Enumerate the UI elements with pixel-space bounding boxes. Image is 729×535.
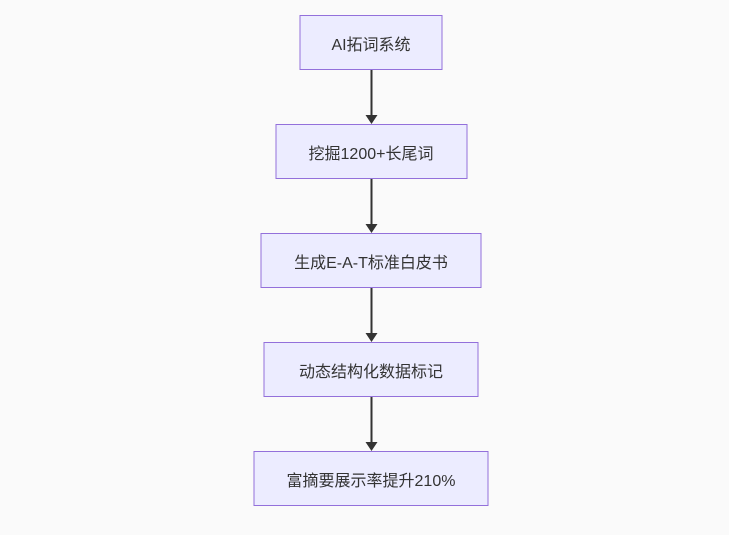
flow-node-ai-word-expansion: AI拓词系统: [299, 15, 443, 70]
flow-node-eat-whitepaper: 生成E-A-T标准白皮书: [260, 233, 482, 288]
arrow-line: [370, 288, 372, 334]
flow-arrow-1: [365, 70, 377, 124]
arrowhead-down-icon: [365, 224, 377, 233]
flow-arrow-2: [365, 179, 377, 233]
flow-node-rich-snippet-result: 富摘要展示率提升210%: [253, 451, 489, 506]
arrowhead-down-icon: [365, 442, 377, 451]
flow-node-label: 富摘要展示率提升210%: [286, 472, 456, 490]
flow-node-longtail-mining: 挖掘1200+长尾词: [275, 124, 467, 179]
flow-node-label: 生成E-A-T标准白皮书: [294, 254, 448, 272]
arrow-line: [370, 70, 372, 116]
arrow-line: [370, 179, 372, 225]
flow-node-label: 动态结构化数据标记: [298, 363, 443, 381]
arrow-line: [370, 397, 372, 443]
arrowhead-down-icon: [365, 115, 377, 124]
arrowhead-down-icon: [365, 333, 377, 342]
flow-arrow-3: [365, 288, 377, 342]
flow-arrow-4: [365, 397, 377, 451]
flow-node-structured-data-markup: 动态结构化数据标记: [263, 342, 479, 397]
flowchart: AI拓词系统 挖掘1200+长尾词 生成E-A-T标准白皮书 动态结构化数据标记…: [253, 15, 489, 506]
flow-node-label: AI拓词系统: [331, 36, 411, 54]
flow-node-label: 挖掘1200+长尾词: [308, 145, 434, 163]
